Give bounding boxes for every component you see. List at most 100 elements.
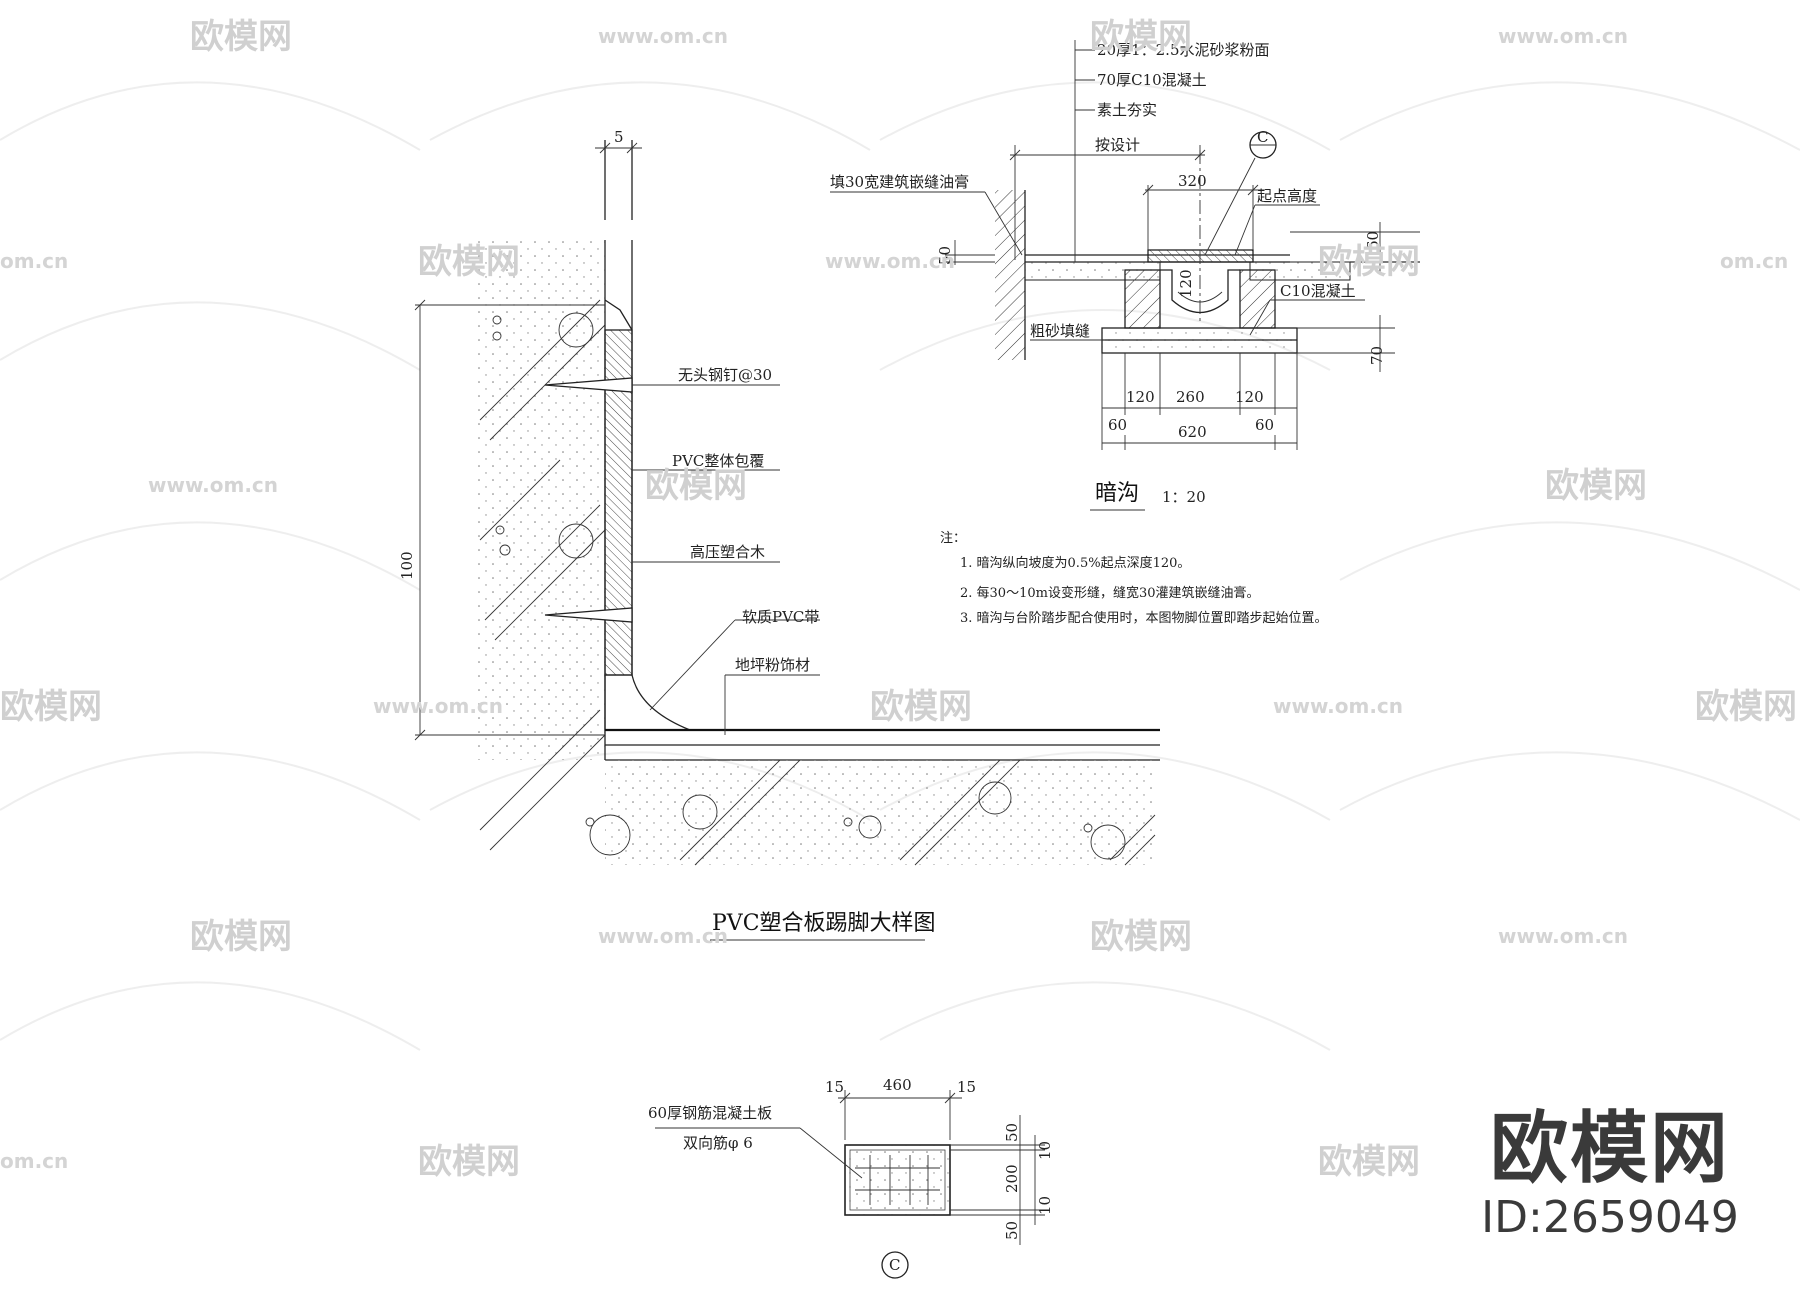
wm-url-10: www.om.cn — [1498, 924, 1628, 948]
wm-brand-3: 欧模网 — [418, 242, 520, 282]
dim-70-text: 70 — [1368, 346, 1386, 365]
dim-bottom-1c: 120 — [1235, 388, 1264, 406]
drain-layer-1: 20厚1：2.5水泥砂浆粉面 — [1097, 41, 1270, 59]
dim-50-text: 50 — [936, 246, 954, 265]
slab-dim-side-a: 50 — [1003, 1123, 1021, 1142]
dim-bottom-1b: 260 — [1176, 388, 1205, 406]
drain-title: 暗沟 — [1095, 481, 1139, 506]
watermark-texts: 欧模网 欧模网 www.om.cn www.om.cn om.cn 欧模网 ww… — [0, 17, 1797, 1182]
drain-fill-joint: 填30宽建筑嵌缝油膏 — [830, 173, 969, 191]
c10-leader — [1249, 299, 1271, 336]
wm-brand-4: 欧模网 — [1318, 242, 1420, 282]
watermark-layer — [0, 81, 1800, 1051]
slab-dim-side-e: 50 — [1003, 1221, 1021, 1240]
brand-name: 欧模网 — [1489, 1104, 1730, 1194]
brand-corner: 欧模网 ID:2659049 — [1480, 1110, 1740, 1245]
brand-id: ID:2659049 — [1481, 1192, 1739, 1243]
drain-left-earth — [995, 190, 1025, 360]
dim-side — [414, 299, 605, 741]
drain-scale: 1：20 — [1162, 488, 1206, 506]
dim-60r-text: 60 — [1364, 231, 1382, 250]
note-3: 3. 暗沟与台阶踏步配合使用时，本图物脚位置即踏步起始位置。 — [960, 610, 1328, 626]
dim-by-design — [1009, 145, 1206, 260]
wm-url-7: www.om.cn — [373, 694, 503, 718]
floor-slab-fill — [605, 760, 1155, 865]
wm-url-9: www.om.cn — [598, 924, 728, 948]
slab-dim-top-a: 15 — [825, 1078, 844, 1096]
slab-inner-outline — [849, 1149, 946, 1211]
wall-concrete-fill — [475, 240, 605, 760]
wm-brand-13: 欧模网 — [1318, 1142, 1420, 1182]
wm-url-1: www.om.cn — [598, 24, 728, 48]
drain-by-design: 按设计 — [1095, 136, 1140, 154]
floor-hatch-lines — [679, 759, 1156, 866]
wm-brand-9: 欧模网 — [1695, 687, 1797, 727]
slab-section-detail: 15 460 15 50 10 200 10 50 60厚钢筋混凝土板 双向筋φ… — [648, 1076, 1054, 1279]
wm-brand-1: 欧模网 — [190, 17, 292, 57]
dim-120v-text: 120 — [1177, 269, 1195, 298]
slab-dim-side-d: 10 — [1036, 1196, 1054, 1215]
wm-brand-10: 欧模网 — [190, 917, 292, 957]
section-c-mark: C — [1257, 128, 1268, 146]
wm-brand-11: 欧模网 — [1090, 917, 1192, 957]
dim-bottom-2c: 60 — [1255, 416, 1274, 434]
drain-layer-3: 素土夯实 — [1097, 101, 1157, 119]
fill-joint-leader — [984, 191, 1023, 256]
slab-section-mark: C — [889, 1256, 900, 1274]
dim-bottom-row1 — [1101, 353, 1298, 450]
skirting-label-nail: 无头钢钉@30 — [678, 366, 772, 384]
dim-50 — [945, 240, 995, 265]
drain-c10: C10混凝土 — [1280, 282, 1356, 300]
notes-block: 注： 1. 暗沟纵向坡度为0.5%起点深度120。 2. 每30～10m设变形缝… — [940, 531, 1328, 626]
skirting-leaders — [632, 384, 820, 735]
dim-bottom-row2 — [1102, 435, 1297, 450]
skirting-label-soft-pvc: 软质PVC带 — [742, 608, 819, 626]
start-height-leader — [1234, 204, 1256, 256]
wm-brand-5: 欧模网 — [645, 466, 747, 506]
slab-leader — [799, 1127, 863, 1179]
wm-brand-7: 欧模网 — [0, 687, 102, 727]
dim-top-text: 5 — [614, 128, 624, 146]
skirting-label-pvc-cover: PVC整体包覆 — [672, 452, 764, 470]
wall-aggregate — [492, 312, 594, 559]
note-1: 1. 暗沟纵向坡度为0.5%起点深度120。 — [960, 555, 1190, 571]
wm-brand-12: 欧模网 — [418, 1142, 520, 1182]
skirting-top-bevel — [604, 299, 633, 331]
soft-pvc-strip — [604, 674, 691, 731]
wm-url-3: om.cn — [0, 249, 68, 273]
drain-layer-2: 70厚C10混凝土 — [1097, 71, 1207, 89]
wm-url-6: www.om.cn — [148, 473, 278, 497]
drain-detail: 20厚1：2.5水泥砂浆粉面 70厚C10混凝土 素土夯实 按设计 320 12… — [830, 40, 1420, 511]
wall-hatch-lines — [479, 299, 606, 851]
slab-rebar-grid — [855, 1155, 940, 1205]
wm-url-2: www.om.cn — [1498, 24, 1628, 48]
dim-bottom-2a: 60 — [1108, 416, 1127, 434]
wm-url-5: om.cn — [1720, 249, 1788, 273]
skirting-title: PVC塑合板踢脚大样图 — [712, 911, 936, 936]
slab-section-bubble — [881, 1251, 909, 1279]
wm-url-8: www.om.cn — [1273, 694, 1403, 718]
slab-outline — [844, 1144, 951, 1216]
dim-60r — [1290, 222, 1420, 275]
drain-start-height: 起点高度 — [1257, 187, 1317, 205]
slab-dim-top — [838, 1090, 962, 1140]
dim-320-text: 320 — [1178, 172, 1207, 190]
section-c-leader — [1204, 157, 1256, 256]
slab-dim-top-b: 460 — [883, 1076, 912, 1094]
slab-dim-top-c: 15 — [957, 1078, 976, 1096]
wm-brand-2: 欧模网 — [1090, 17, 1192, 57]
nails — [544, 377, 633, 623]
dim-bottom-2b: 620 — [1178, 423, 1207, 441]
wm-brand-6: 欧模网 — [1545, 466, 1647, 506]
note-2: 2. 每30～10m设变形缝，缝宽30灌建筑嵌缝油膏。 — [960, 585, 1260, 601]
floor-aggregate — [585, 781, 1126, 860]
slab-dim-side — [950, 1115, 1045, 1245]
skirting-label-floor-finish: 地坪粉饰材 — [735, 656, 810, 674]
slab-label-1: 60厚钢筋混凝土板 — [648, 1104, 772, 1122]
wm-brand-8: 欧模网 — [870, 687, 972, 727]
dim-70 — [1297, 315, 1395, 372]
skirting-detail: 5 100 无头钢钉@30 PVC整体包覆 高压塑合木 软质PVC带 地坪粉饰材… — [398, 128, 1160, 941]
drain-wall-right — [1239, 269, 1276, 329]
slab-label-2: 双向筋φ 6 — [683, 1134, 753, 1152]
wm-url-11: om.cn — [0, 1149, 68, 1173]
